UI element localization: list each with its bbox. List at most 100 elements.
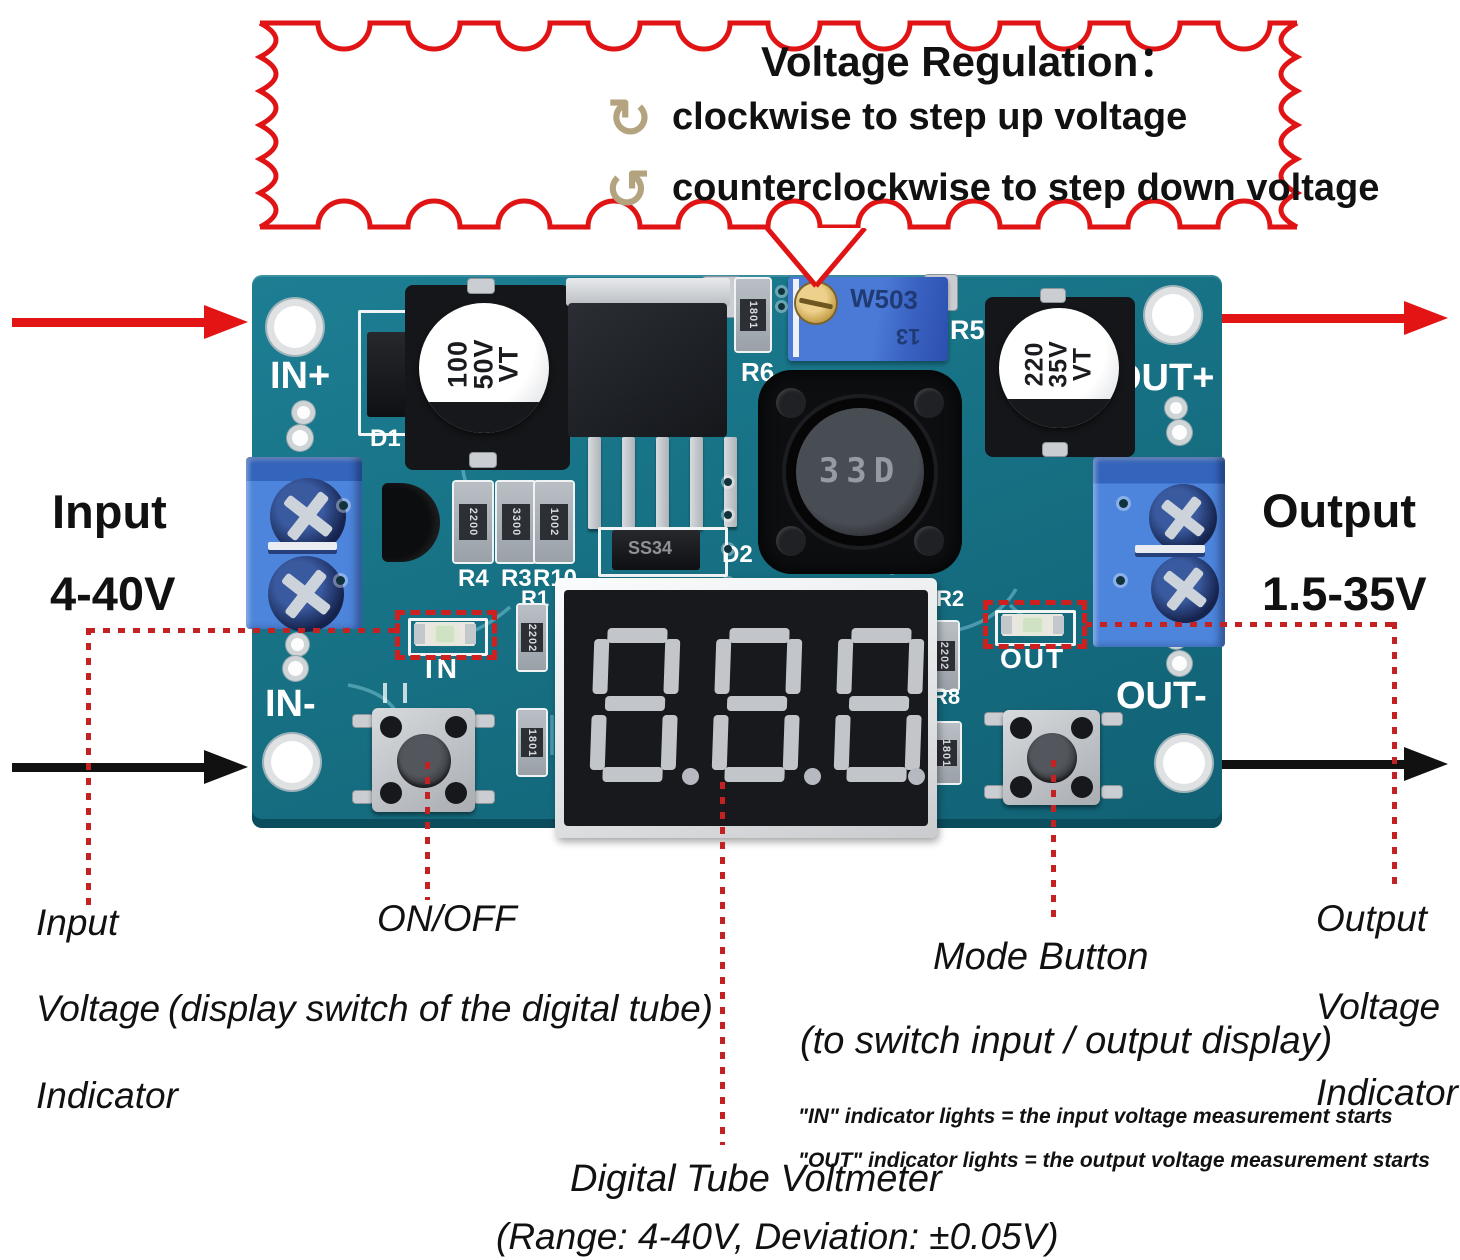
silk-d1: D1 <box>370 425 401 452</box>
terminal-pin-hole <box>1119 499 1128 508</box>
input-indicator-word-1: Input <box>36 902 119 943</box>
silk-r4: R4 <box>458 565 489 592</box>
output-terminal-slot <box>1135 545 1205 557</box>
regulator-leg <box>588 437 601 529</box>
leader-output-indicator-v <box>1392 622 1397 888</box>
smd-left-top: 2202 <box>518 605 546 670</box>
digital-voltmeter-display <box>555 578 937 838</box>
pot-sub-code: 13 <box>896 324 921 349</box>
silk-r2: R2 <box>936 586 965 611</box>
r3-resistor: 3300 <box>497 482 535 562</box>
mode-button-label: Mode Button <box>933 936 1149 978</box>
callout-pointer-tail <box>765 228 867 288</box>
seven-seg-digit-1 <box>589 626 681 784</box>
leader-voltmeter <box>720 782 725 1145</box>
decimal-point <box>804 768 821 785</box>
callout-item-counterclockwise: counterclockwise to step down voltage <box>672 167 1380 209</box>
pot-adjust-screw <box>796 283 836 323</box>
via-pair <box>292 430 308 446</box>
output-range-value: 1.5-35V <box>1262 567 1427 620</box>
input-flow-arrow-head <box>204 305 248 339</box>
regulator-leg <box>690 437 703 529</box>
clockwise-arrow-icon: ↻ <box>607 89 653 149</box>
r6-resistor: 1801 <box>736 279 770 351</box>
mount-hole-top-left <box>274 306 316 348</box>
output-ground-arrow-line <box>1220 760 1406 769</box>
mount-hole-top-right <box>1152 294 1194 336</box>
output-indicator-word-1: Output <box>1316 898 1428 939</box>
regulator-leg <box>656 437 669 530</box>
inductor-core: 33D <box>796 408 924 536</box>
r10-resistor: 1002 <box>535 482 573 562</box>
voltmeter-sublabel: (Range: 4-40V, Deviation: ±0.05V) <box>496 1216 1059 1257</box>
via-pair <box>297 406 310 419</box>
d2-diode <box>612 530 700 570</box>
output-flow-arrow-line <box>1220 314 1406 323</box>
input-ground-arrow-head <box>204 750 248 784</box>
voltage-regulation-callout: Voltage Regulation： ↻ clockwise to step … <box>245 8 1379 242</box>
output-terminal-screw-2 <box>1151 555 1219 623</box>
callout-title: Voltage Regulation： <box>761 38 1181 85</box>
mode-note-out: "OUT" indicator lights = the output volt… <box>798 1149 1430 1172</box>
output-flow-arrow-head <box>1404 301 1448 335</box>
seven-seg-digit-3 <box>833 626 925 784</box>
d1-diode <box>367 332 407 417</box>
onoff-label: ON/OFF <box>377 898 517 939</box>
seven-seg-digit-2 <box>711 626 803 784</box>
leader-onoff-button <box>425 762 430 900</box>
scalloped-border <box>254 20 1303 230</box>
output-indicator-word-3: Indicator <box>1316 1072 1458 1113</box>
output-range-title: Output <box>1262 484 1416 537</box>
terminal-pin-hole <box>1116 576 1125 585</box>
via-pair <box>1170 402 1182 414</box>
terminal-pin-hole <box>339 501 348 510</box>
out-led-highlight-box <box>983 600 1087 649</box>
smd-left-bottom: 1801 <box>518 710 546 775</box>
leader-output-indicator-h <box>1085 622 1397 627</box>
leader-input-indicator-v <box>86 628 91 908</box>
output-indicator-word-2: Voltage <box>1316 986 1441 1027</box>
regulator-tab <box>566 278 730 306</box>
callout-item-clockwise: clockwise to step up voltage <box>672 96 1188 138</box>
input-terminal-slot <box>268 542 337 554</box>
silk-r5: R5 <box>950 315 985 345</box>
input-flow-arrow-line <box>12 318 206 327</box>
counterclockwise-arrow-icon: ↺ <box>605 160 651 220</box>
via-pair <box>291 638 304 651</box>
voltmeter-label: Digital Tube Voltmeter <box>570 1158 942 1200</box>
inductor-code: 33D <box>818 451 902 492</box>
input-range-title: Input <box>52 485 167 538</box>
mount-hole-bottom-right <box>1163 742 1205 784</box>
in-led-outline <box>408 618 488 656</box>
via-pair <box>1172 425 1187 440</box>
out-indicator-led <box>1000 614 1065 636</box>
regulator-leg <box>622 437 635 529</box>
via-pair <box>288 661 303 676</box>
input-terminal-screw-2 <box>268 556 344 632</box>
onoff-button-plunger <box>397 734 451 788</box>
in-led-highlight-box <box>395 610 497 660</box>
pot-silk-line <box>793 279 799 357</box>
d2-code: SS34 <box>628 538 673 558</box>
onoff-button <box>372 708 475 812</box>
mode-note-in: "IN" indicator lights = the input voltag… <box>798 1105 1393 1128</box>
decimal-point <box>908 768 925 785</box>
mount-hole-bottom-left <box>271 741 313 783</box>
regulator-ic <box>568 303 727 437</box>
input-range-value: 4-40V <box>50 567 176 620</box>
input-indicator-word-3: Indicator <box>36 1075 178 1116</box>
leader-mode-button <box>1051 760 1056 920</box>
mode-button-sublabel: (to switch input / output display) <box>800 1020 1333 1062</box>
leader-input-indicator-h <box>88 628 398 633</box>
silk-in-minus: IN- <box>265 683 316 725</box>
input-ground-arrow-line <box>12 763 206 772</box>
output-terminal-screw-1 <box>1149 484 1217 552</box>
decimal-point <box>682 768 699 785</box>
silk-in-plus: IN+ <box>270 355 331 397</box>
onoff-sublabel: (display switch of the digital tube) <box>168 988 713 1029</box>
input-terminal-screw-1 <box>270 478 346 554</box>
display-face <box>564 590 928 826</box>
